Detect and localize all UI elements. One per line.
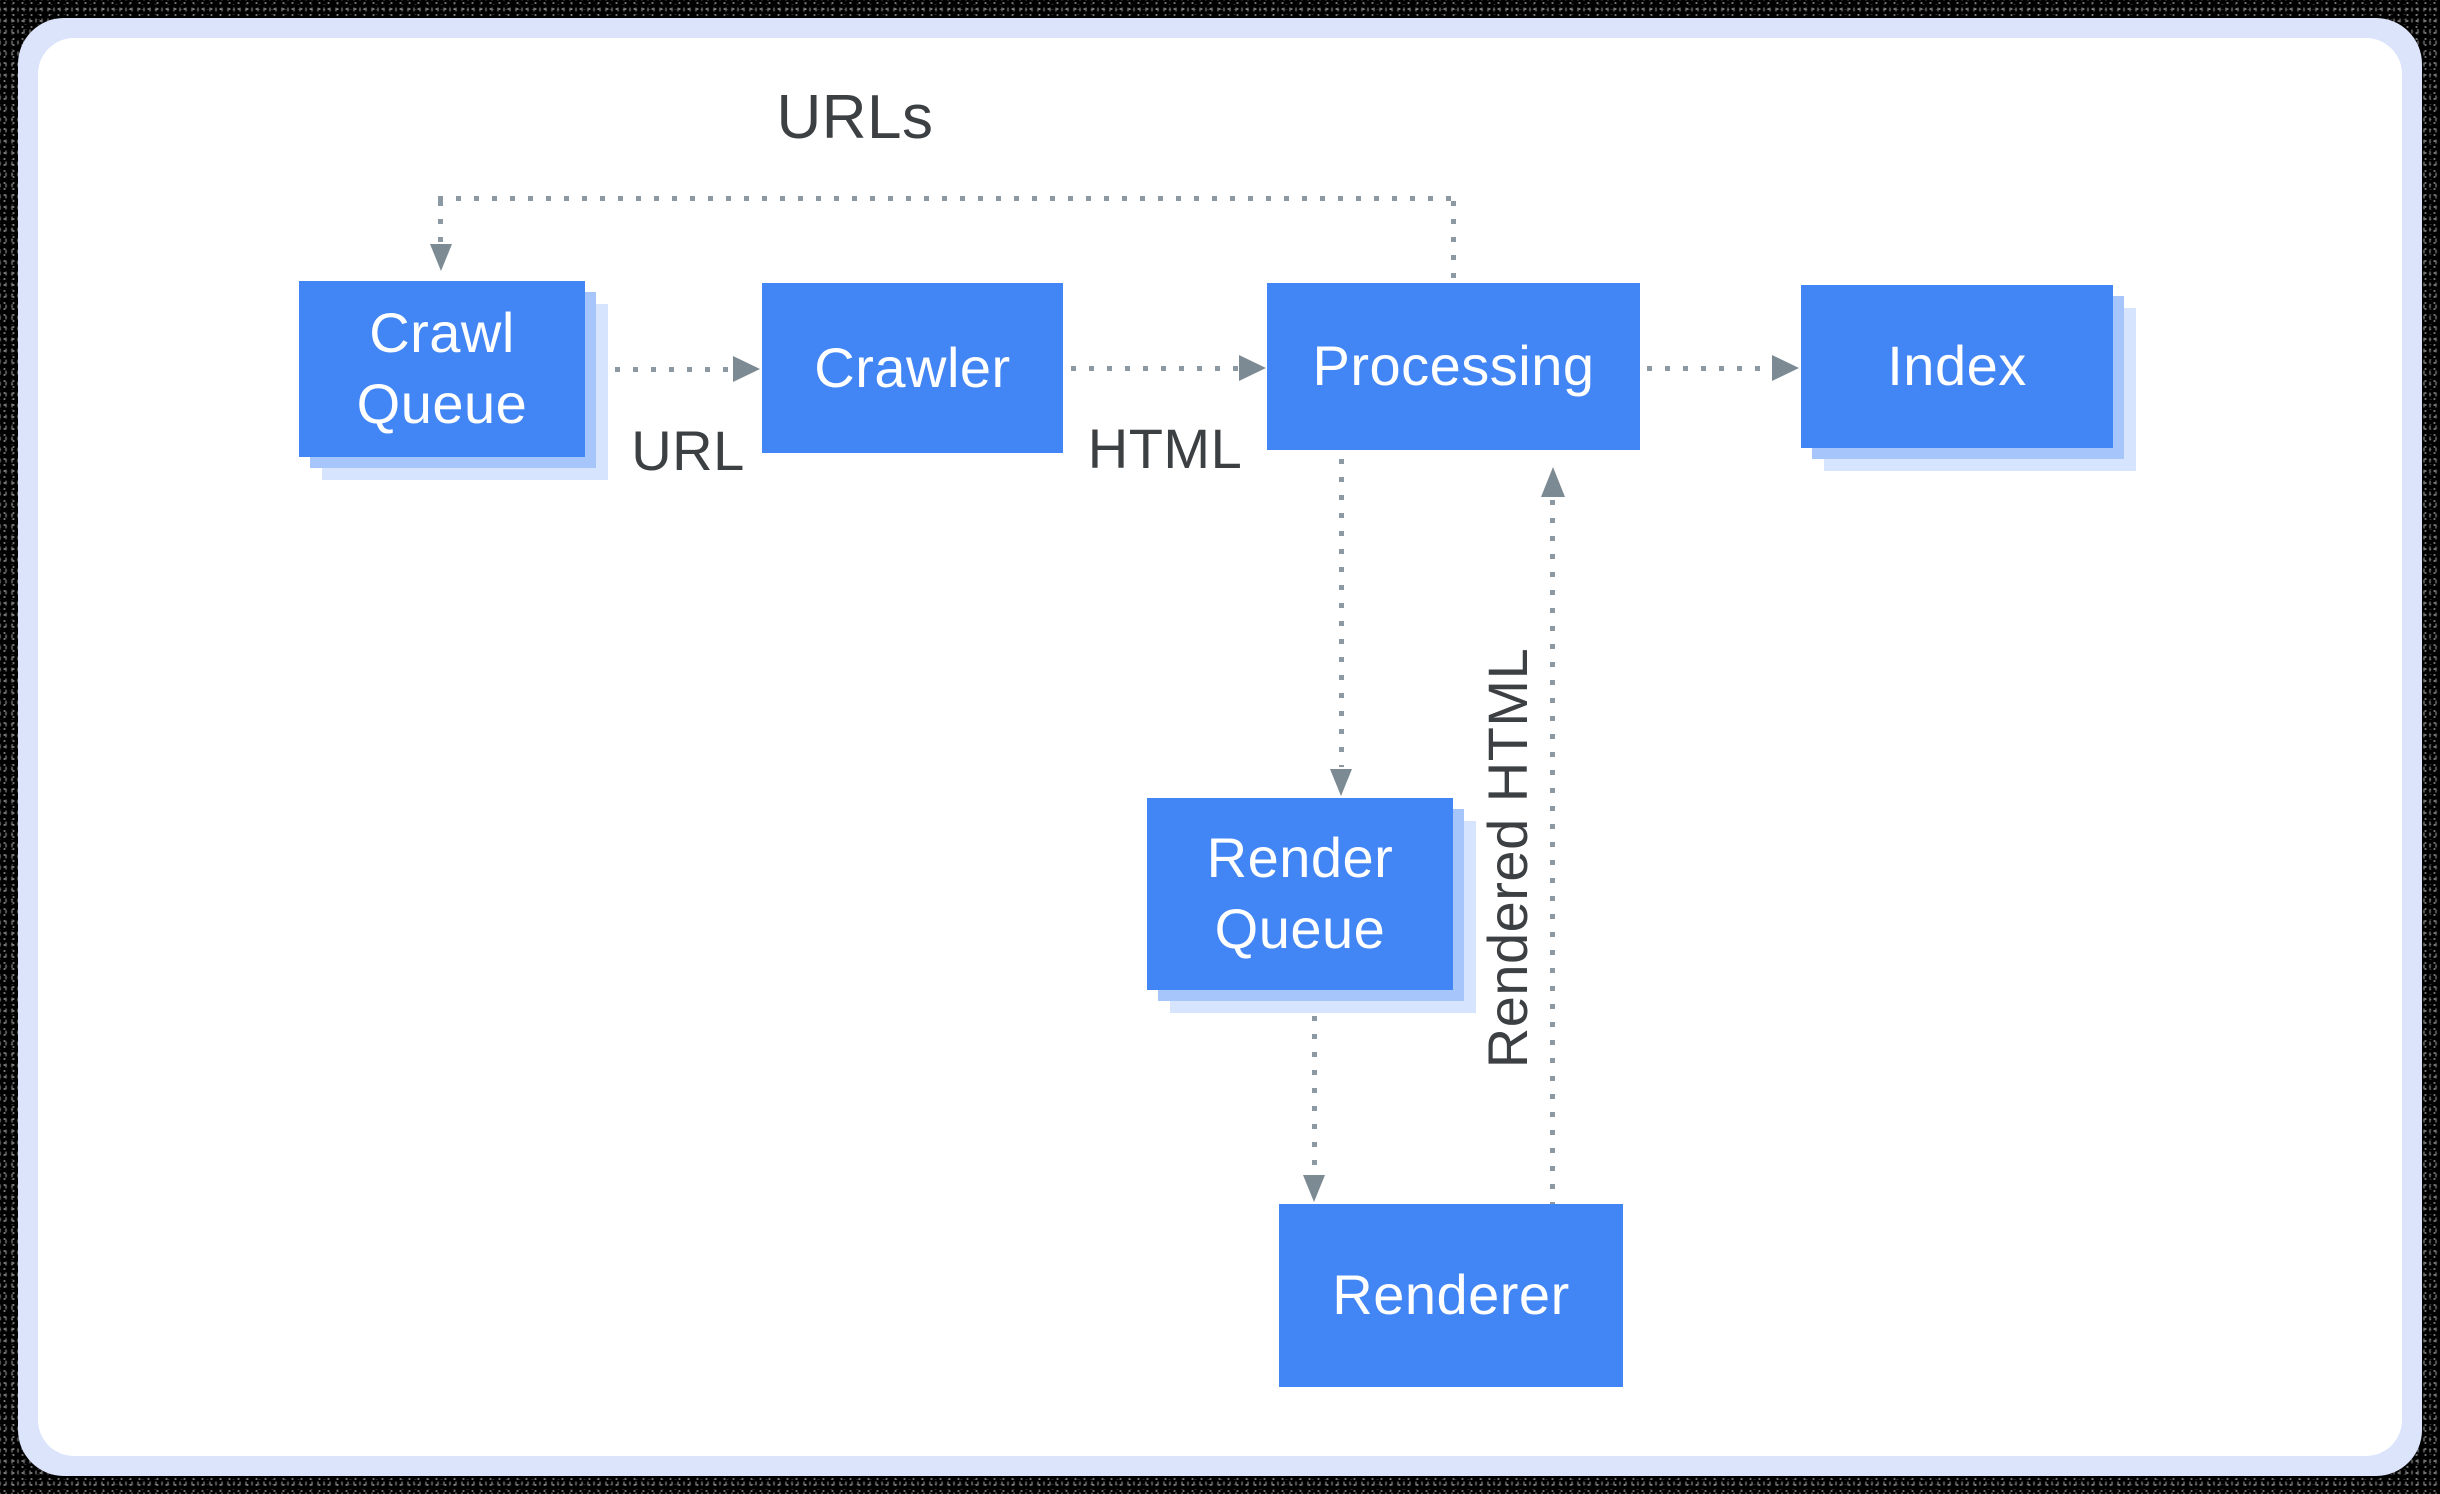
node-index: Index: [1801, 285, 2113, 448]
node-crawler: Crawler: [762, 283, 1063, 453]
edge-label-urls: URLs: [776, 83, 934, 152]
diagram-card: [38, 38, 2402, 1456]
arrow-right-icon: [1239, 355, 1266, 381]
edge-label-url: URL: [631, 419, 745, 482]
edge-crawler-to-processing-line: [1071, 366, 1238, 371]
node-renderer-label: Renderer: [1332, 1263, 1570, 1327]
node-index-label: Index: [1887, 334, 2027, 398]
node-render-queue: Render Queue: [1147, 798, 1453, 990]
arrow-down-icon: [1303, 1175, 1325, 1202]
edge-processing-to-crawl-queue-right-line: [1451, 201, 1456, 283]
edge-render-queue-to-renderer-line: [1312, 1016, 1317, 1174]
arrow-down-icon: [1330, 769, 1352, 796]
node-renderer: Renderer: [1279, 1204, 1623, 1387]
edge-processing-to-crawl-queue-top-line: [438, 196, 1454, 201]
node-render-queue-label: Render Queue: [1206, 826, 1394, 960]
node-processing: Processing: [1267, 283, 1640, 450]
edge-processing-to-index-line: [1647, 366, 1771, 371]
arrow-up-icon: [1541, 467, 1565, 497]
arrow-down-icon: [430, 244, 452, 271]
edge-label-rendered-html: Rendered HTML: [1475, 647, 1539, 1069]
arrow-right-icon: [733, 356, 760, 382]
edge-processing-to-crawl-queue-left-line: [438, 201, 443, 243]
node-crawl-queue: Crawl Queue: [299, 281, 585, 457]
node-crawl-queue-label: Crawl Queue: [356, 301, 528, 435]
edge-renderer-to-processing-line: [1550, 500, 1555, 1204]
node-processing-label: Processing: [1312, 334, 1595, 398]
edge-crawl-queue-to-crawler-line: [597, 367, 733, 372]
edge-processing-to-render-queue-line: [1339, 459, 1344, 767]
edge-label-html: HTML: [1087, 417, 1243, 480]
node-crawler-label: Crawler: [814, 335, 1011, 399]
arrow-right-icon: [1772, 355, 1799, 381]
